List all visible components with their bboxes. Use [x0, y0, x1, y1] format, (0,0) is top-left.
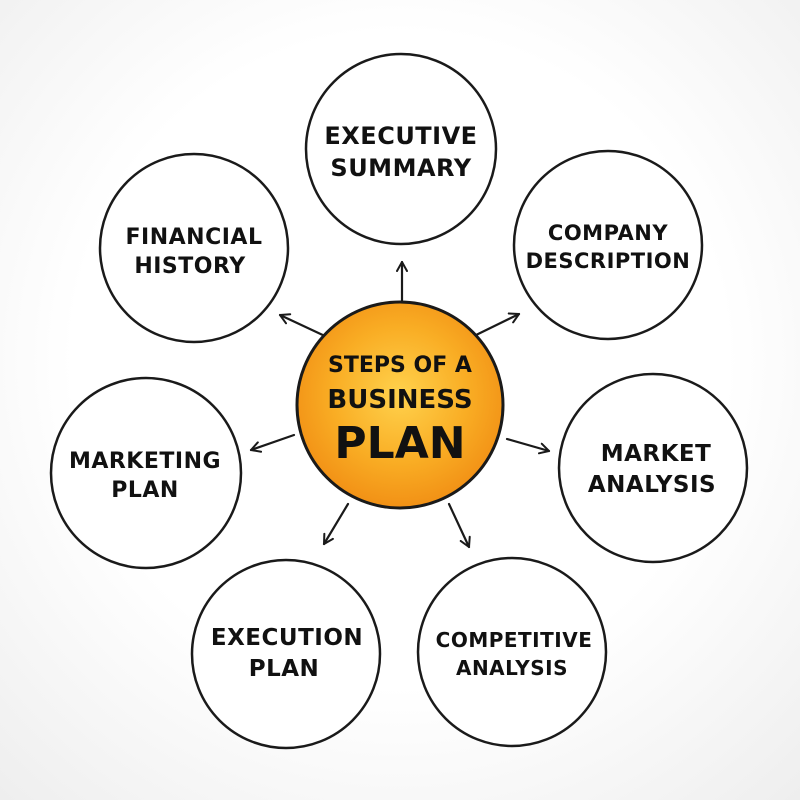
arrow-to-marketing-plan — [249, 433, 296, 453]
node-circle — [512, 149, 704, 341]
node-financial-history: FINANCIAL HISTORY — [98, 152, 290, 344]
node-label-line1: FINANCIAL — [126, 225, 263, 250]
arrow-to-financial-history — [278, 313, 329, 339]
node-label-line2: PLAN — [111, 478, 179, 503]
node-competitive-analysis: COMPETITIVE ANALYSIS — [416, 556, 608, 748]
node-label-line1: EXECUTIVE — [324, 122, 477, 150]
arrow-to-market-analysis — [505, 437, 551, 455]
center-title-line2: BUSINESS — [327, 385, 472, 415]
node-circle — [98, 152, 290, 344]
node-circle — [190, 558, 382, 750]
arrow-to-company-description — [472, 312, 521, 338]
node-label-line2: SUMMARY — [330, 154, 471, 182]
node-label-line1: MARKET — [601, 441, 712, 467]
node-circle — [304, 52, 498, 246]
node-label-line2: HISTORY — [134, 254, 246, 279]
center-circle — [295, 300, 505, 510]
node-label-line2: DESCRIPTION — [526, 249, 691, 273]
node-circle — [49, 376, 243, 570]
arrow-to-competitive-analysis — [447, 502, 471, 549]
node-label-line1: MARKETING — [69, 449, 221, 474]
node-execution-plan: EXECUTION PLAN — [190, 558, 382, 750]
center-title-line1: STEPS OF A — [328, 353, 472, 378]
node-label-line2: PLAN — [249, 656, 320, 682]
node-label-line2: ANALYSIS — [588, 472, 716, 498]
connector-arrows — [249, 260, 551, 549]
node-label-line2: ANALYSIS — [456, 656, 568, 680]
arrow-to-execution-plan — [322, 502, 350, 546]
node-marketing-plan: MARKETING PLAN — [49, 376, 243, 570]
node-company-description: COMPANY DESCRIPTION — [512, 149, 704, 341]
node-label-line1: COMPETITIVE — [436, 628, 593, 652]
center-node: STEPS OF A BUSINESS PLAN — [295, 300, 505, 510]
node-circle — [557, 372, 749, 564]
node-market-analysis: MARKET ANALYSIS — [557, 372, 749, 564]
node-label-line1: EXECUTION — [211, 625, 363, 651]
center-title-line3: PLAN — [334, 418, 465, 469]
node-circle — [416, 556, 608, 748]
node-executive-summary: EXECUTIVE SUMMARY — [304, 52, 498, 246]
node-label-line1: COMPANY — [548, 221, 668, 245]
